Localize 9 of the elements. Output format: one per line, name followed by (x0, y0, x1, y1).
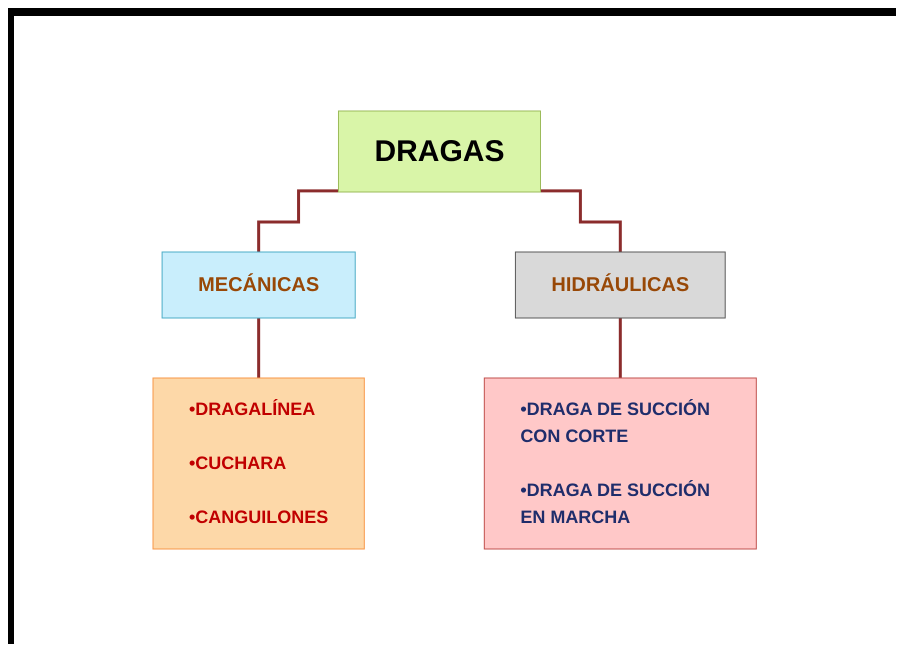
connector (619, 316, 622, 380)
node-box: MECÁNICAS (162, 252, 356, 318)
connector (540, 189, 622, 254)
connector (258, 316, 260, 380)
node-box: •DRAGA DE SUCCIÓN CON CORTE •DRAGA DE SUCCIÓN EN MARCHA (484, 378, 758, 550)
connector (258, 189, 339, 254)
node-box: HIDRÁULICAS (515, 252, 726, 318)
node-box: DRAGAS (338, 110, 542, 192)
node-box: •DRAGALÍNEA •CUCHARA •CANGUILONES (152, 378, 366, 550)
